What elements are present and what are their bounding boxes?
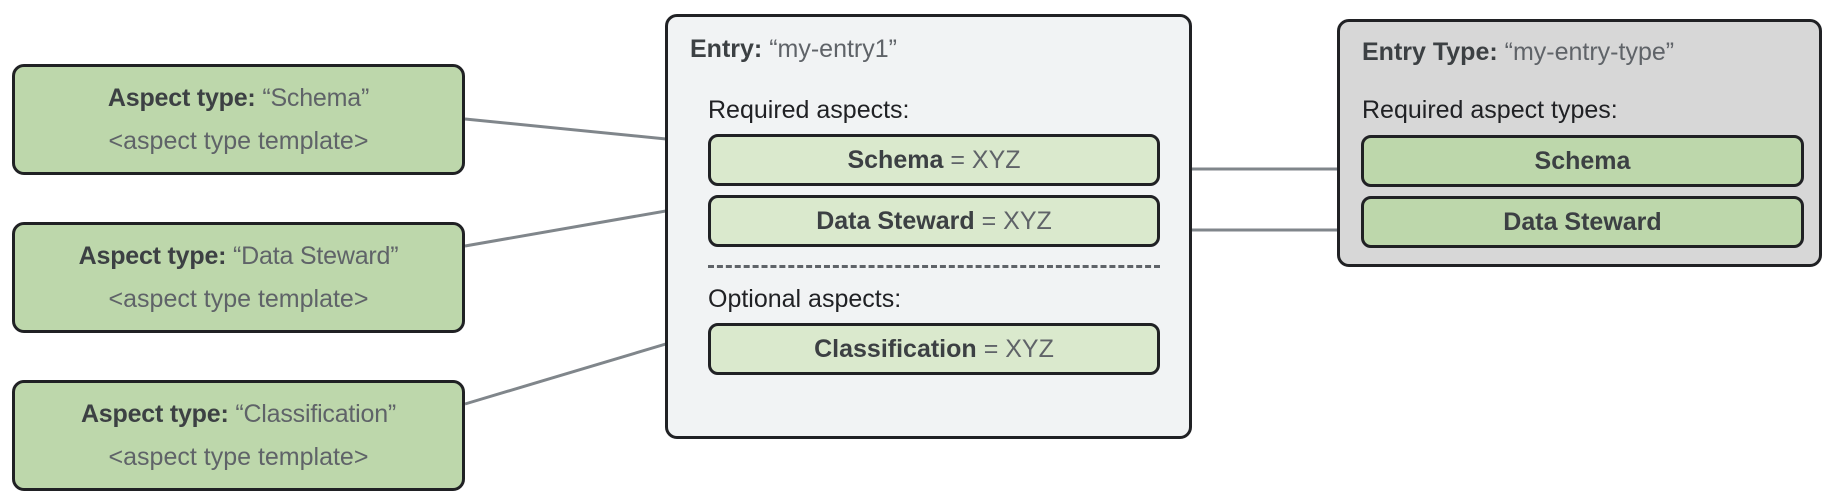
aspect-type-template: <aspect type template> xyxy=(108,284,369,313)
aspect-type-title: Aspect type: “Classification” xyxy=(81,400,396,429)
aspect-type-title: Aspect type: “Data Steward” xyxy=(79,242,399,271)
aspect-type-template: <aspect type template> xyxy=(108,442,369,471)
entry-type-panel[interactable]: Entry Type: “my-entry-type” Required asp… xyxy=(1337,19,1822,267)
required-aspect-chip-data-steward[interactable]: Data Steward = XYZ xyxy=(708,195,1160,247)
entry-panel[interactable]: Entry: “my-entry1” Required aspects: Sch… xyxy=(665,14,1192,439)
aspect-type-title: Aspect type: “Schema” xyxy=(108,84,369,113)
aspect-chip-name: Schema xyxy=(847,145,944,174)
entry-type-name: “my-entry-type” xyxy=(1504,38,1675,66)
aspect-chip-value: = XYZ xyxy=(950,145,1021,174)
entry-name: “my-entry1” xyxy=(769,35,897,63)
optional-aspects-label: Optional aspects: xyxy=(708,285,902,313)
aspect-chip-name: Classification xyxy=(814,334,977,363)
optional-aspect-chip-classification[interactable]: Classification = XYZ xyxy=(708,323,1160,375)
aspect-chip-name: Data Steward xyxy=(816,206,975,235)
entry-heading: Entry: “my-entry1” xyxy=(690,35,897,64)
section-divider xyxy=(708,265,1160,268)
aspect-type-card-schema[interactable]: Aspect type: “Schema” <aspect type templ… xyxy=(12,64,465,175)
required-aspect-chip-schema[interactable]: Schema = XYZ xyxy=(708,134,1160,186)
aspect-type-name: “Schema” xyxy=(262,83,370,112)
aspect-type-label: Aspect type: xyxy=(107,83,256,112)
aspect-chip-value: = XYZ xyxy=(983,334,1054,363)
aspect-chip-value: = XYZ xyxy=(981,206,1052,235)
entry-type-label: Entry Type: xyxy=(1362,38,1498,66)
required-aspects-label: Required aspects: xyxy=(708,96,910,124)
aspect-type-name: “Data Steward” xyxy=(233,241,399,270)
aspect-type-name: “Classification” xyxy=(235,399,397,428)
required-aspect-types-label: Required aspect types: xyxy=(1362,96,1618,124)
aspect-type-label: Aspect type: xyxy=(78,241,227,270)
aspect-type-card-data-steward[interactable]: Aspect type: “Data Steward” <aspect type… xyxy=(12,222,465,333)
aspect-type-template: <aspect type template> xyxy=(108,126,369,155)
entry-type-heading: Entry Type: “my-entry-type” xyxy=(1362,38,1674,67)
required-aspect-type-chip-schema[interactable]: Schema xyxy=(1361,135,1804,187)
aspect-type-label: Aspect type: xyxy=(80,399,229,428)
required-aspect-type-chip-data-steward[interactable]: Data Steward xyxy=(1361,196,1804,248)
aspect-type-card-classification[interactable]: Aspect type: “Classification” <aspect ty… xyxy=(12,380,465,491)
entry-label: Entry: xyxy=(690,35,763,63)
